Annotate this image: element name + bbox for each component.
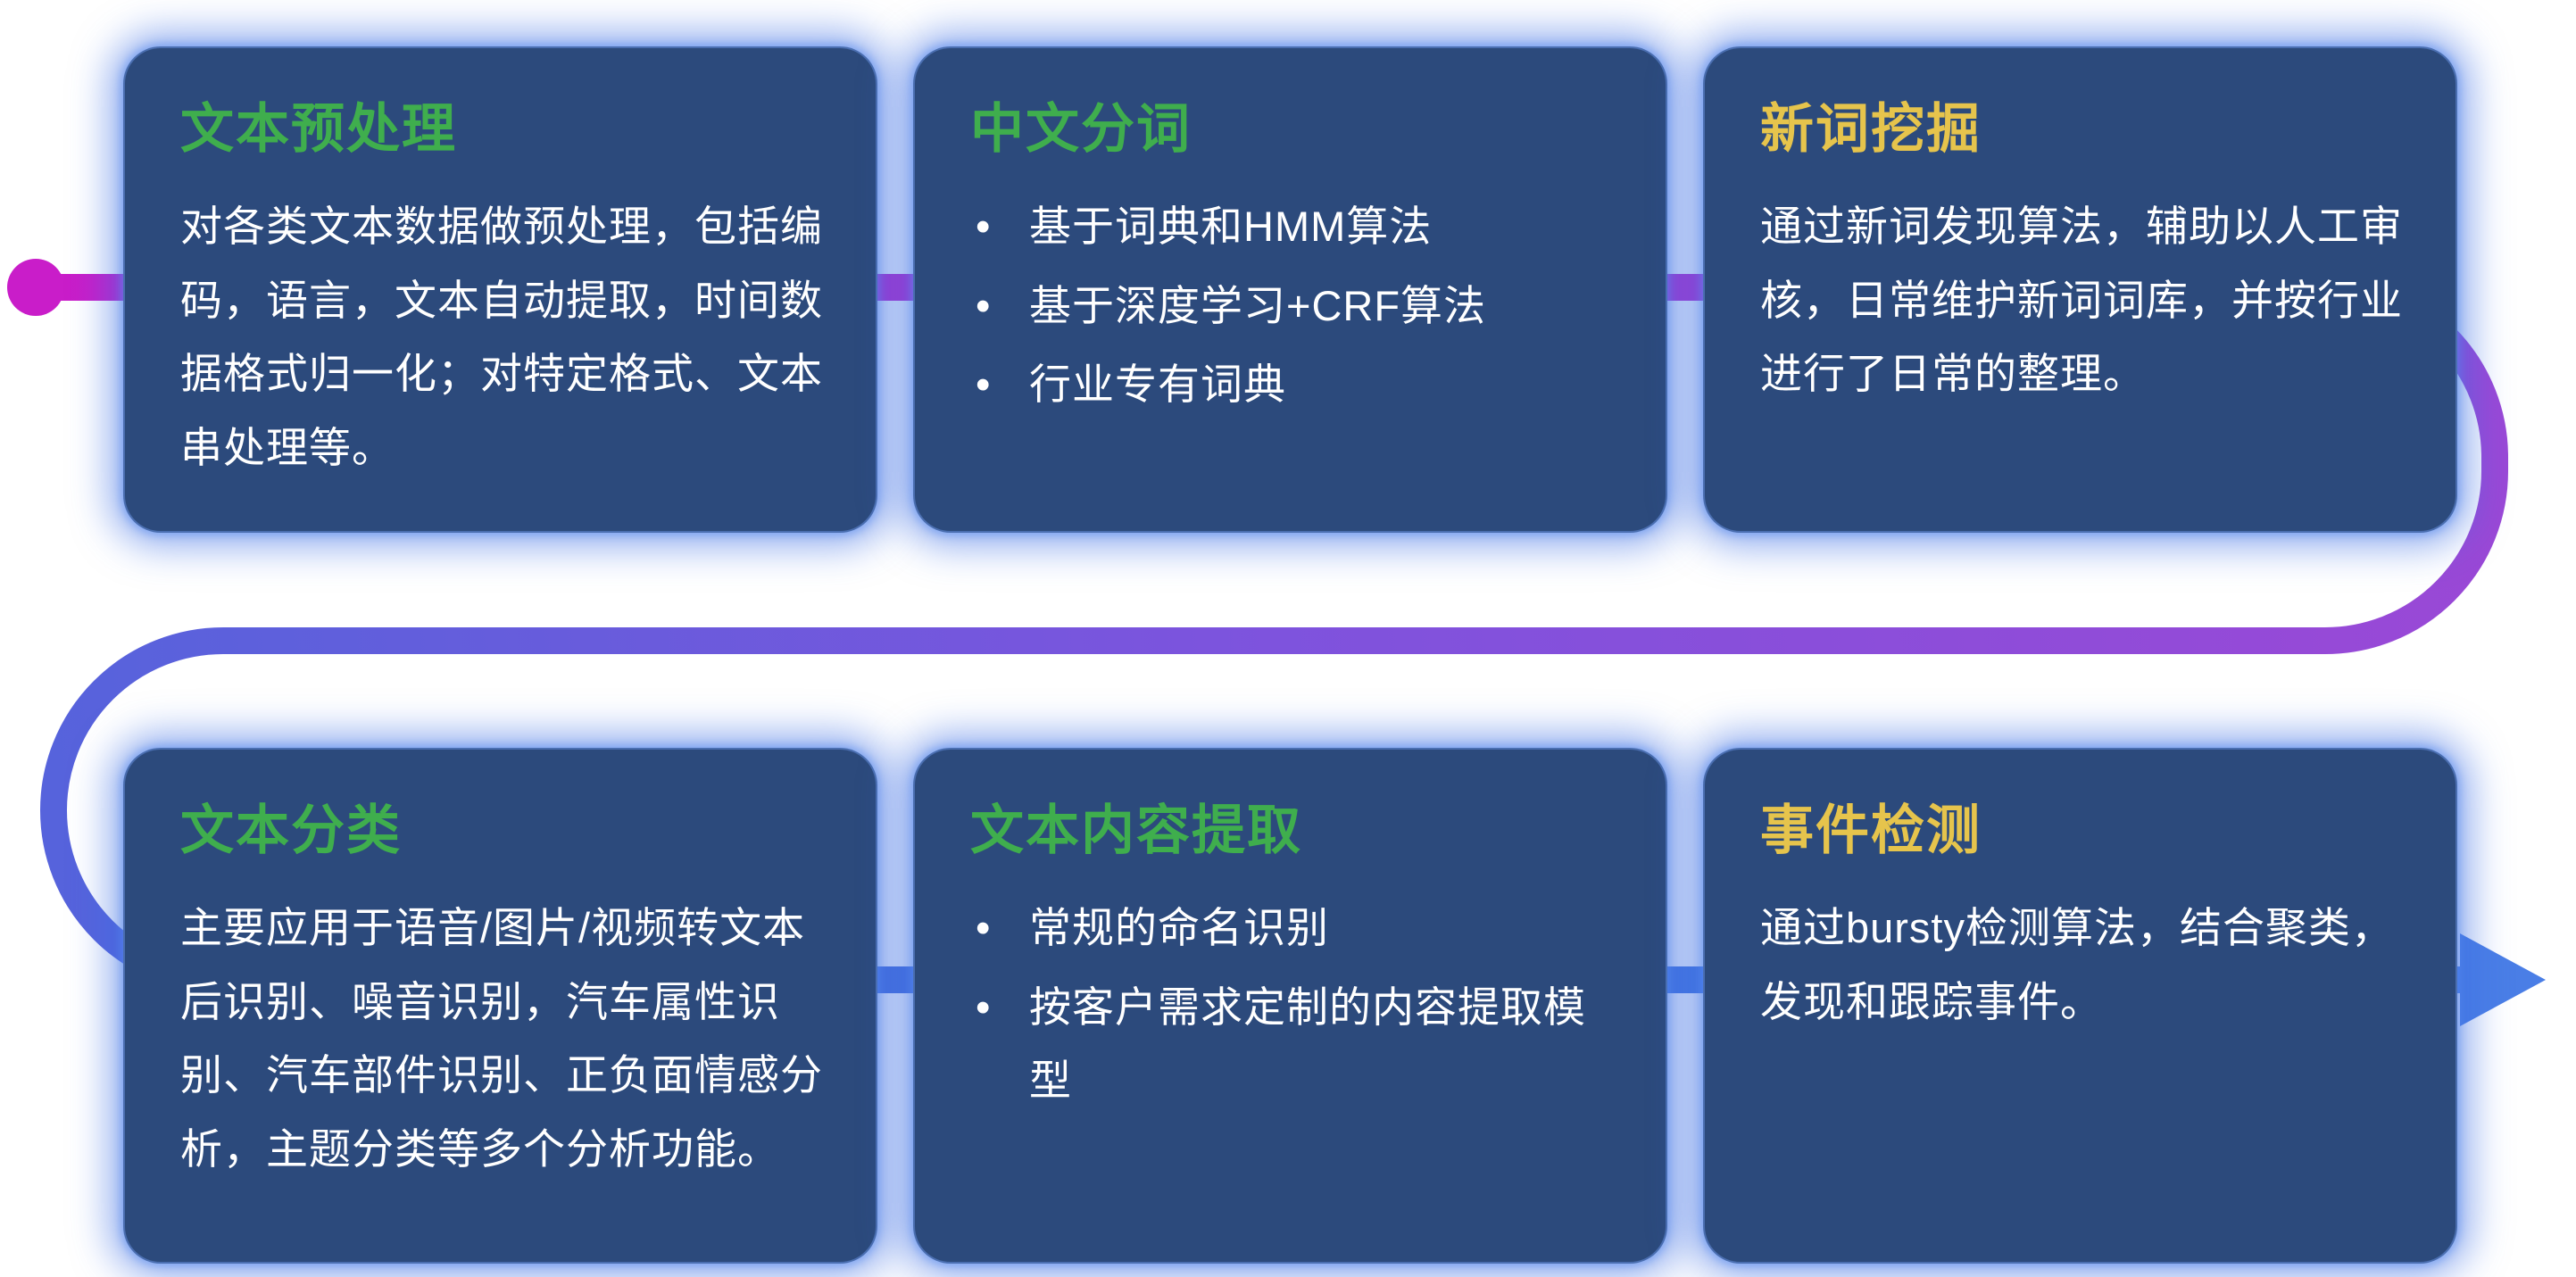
card-bullet-list: 基于词典和HMM算法 基于深度学习+CRF算法 行业专有词典 xyxy=(970,190,1614,422)
list-item: 行业专有词典 xyxy=(970,348,1614,422)
card-text-preprocessing: 文本预处理 对各类文本数据做预处理，包括编码，语言，文本自动提取，时间数据格式归… xyxy=(123,46,877,533)
card-title: 新词挖掘 xyxy=(1760,99,1982,159)
card-chinese-word-segmentation: 中文分词 基于词典和HMM算法 基于深度学习+CRF算法 行业专有词典 xyxy=(913,46,1667,533)
card-title: 中文分词 xyxy=(970,99,1192,159)
list-item: 按客户需求定制的内容提取模型 xyxy=(970,971,1614,1118)
card-event-detection: 事件检测 通过bursty检测算法，结合聚类，发现和跟踪事件。 xyxy=(1703,748,2457,1264)
card-text-classification: 文本分类 主要应用于语音/图片/视频转文本后识别、噪音识别，汽车属性识别、汽车部… xyxy=(123,748,877,1264)
list-item: 基于词典和HMM算法 xyxy=(970,190,1614,264)
card-body: 对各类文本数据做预处理，包括编码，语言，文本自动提取，时间数据格式归一化；对特定… xyxy=(180,203,823,472)
flow-segment-middle xyxy=(40,457,2508,811)
card-text-content-extraction: 文本内容提取 常规的命名识别 按客户需求定制的内容提取模型 xyxy=(913,748,1667,1264)
card-body: 通过bursty检测算法，结合聚类，发现和跟踪事件。 xyxy=(1760,904,2394,1025)
card-body: 主要应用于语音/图片/视频转文本后识别、噪音识别，汽车属性识别、汽车部件识别、正… xyxy=(180,904,823,1173)
card-title: 文本内容提取 xyxy=(970,800,1302,860)
card-bullet-list: 常规的命名识别 按客户需求定制的内容提取模型 xyxy=(970,891,1614,1118)
list-item: 基于深度学习+CRF算法 xyxy=(970,269,1614,344)
card-body: 通过新词发现算法，辅助以人工审核，日常维护新词词库，并按行业进行了日常的整理。 xyxy=(1760,203,2403,398)
list-item: 常规的命名识别 xyxy=(970,891,1614,966)
card-title: 文本预处理 xyxy=(180,99,457,159)
card-title: 事件检测 xyxy=(1760,800,1982,860)
card-new-word-mining: 新词挖掘 通过新词发现算法，辅助以人工审核，日常维护新词词库，并按行业进行了日常… xyxy=(1703,46,2457,533)
flow-start-dot xyxy=(7,259,64,316)
card-title: 文本分类 xyxy=(180,800,402,860)
flow-arrow-icon xyxy=(2460,933,2546,1026)
